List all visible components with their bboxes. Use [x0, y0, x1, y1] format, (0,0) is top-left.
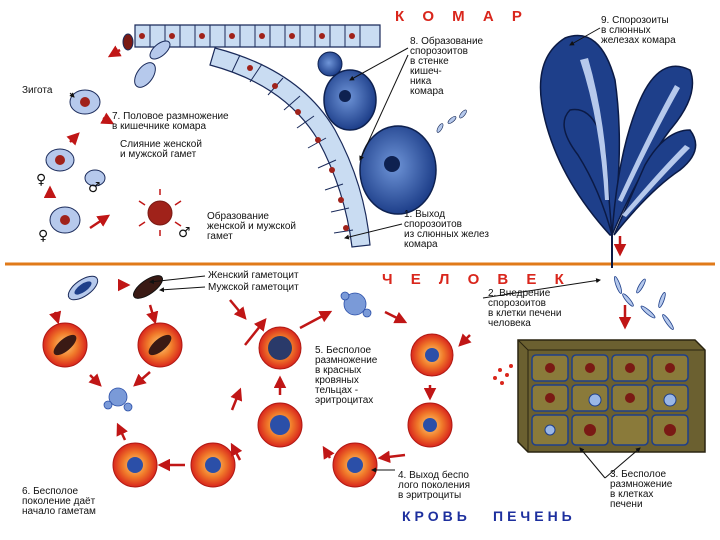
fusion-label: Слияние женской и мужской гамет	[120, 139, 202, 160]
stage4-label: 4. Выход беспо лого поколения в эритроци…	[398, 470, 471, 501]
stage3-label: 3. Бесполое размножение в клетках печени	[610, 469, 673, 510]
female-symbol-2: ♀	[38, 228, 49, 244]
stage8-label: 8. Образование спорозоитов в стенке кише…	[410, 36, 484, 97]
female-gametocyte-label: Женский гаметоцит	[208, 270, 299, 281]
male-gamete-spikes	[147, 200, 173, 226]
liver-cell-nuclei	[545, 363, 676, 436]
blood-caption: КРОВЬ	[402, 508, 471, 524]
gut-wall	[134, 24, 381, 248]
gland-duct-highlights	[580, 58, 690, 217]
male-symbol-2: ♂	[178, 225, 191, 241]
female-symbol: ♀	[36, 172, 47, 188]
stage7-label: 7. Половое размножение в кишечнике комар…	[112, 111, 229, 132]
leader-lines	[69, 27, 641, 479]
gametocyte-icon	[67, 275, 163, 301]
erythrocyte-parasites	[53, 334, 439, 473]
human-title: Ч Е Л О В Е К	[382, 271, 571, 288]
gamete-formation-label: Образование женской и мужской гамет	[207, 211, 296, 242]
stage1-label: 1. Выход спорозоитов из слюнных желез ко…	[404, 209, 489, 250]
zygote-sequence	[45, 33, 171, 234]
stage2-label: 2. Внедрение спорозоитов в клетки печени…	[488, 288, 562, 329]
zygote-label: Зигота	[22, 85, 53, 96]
merozoite-release	[493, 364, 513, 385]
arrow-icon	[43, 45, 632, 472]
gut-cell-nuclei	[139, 33, 355, 231]
mosquito-title: К О М А Р	[395, 8, 529, 25]
spike-lines	[138, 189, 182, 236]
gland-sporozoite-stream	[436, 109, 467, 133]
male-symbol: ♂	[88, 180, 101, 196]
liver-schizonts	[544, 393, 677, 436]
stage6-label: 6. Бесполое поколение даёт начало гамета…	[22, 486, 96, 517]
male-gametocyte-label: Мужской гаметоцит	[208, 282, 299, 293]
stage5-label: 5. Бесполое размножение в красных кровян…	[315, 345, 378, 406]
merozoite-cluster	[103, 291, 372, 412]
stage9-label: 9. Спорозоиты в слюнных железах комара	[601, 15, 676, 46]
sporozoite-icon	[613, 276, 674, 330]
oocyst-icon	[317, 51, 437, 215]
liver-caption: ПЕЧЕНЬ	[493, 508, 576, 524]
gut-cell-dividers	[149, 25, 361, 234]
salivary-gland-icon	[539, 34, 697, 236]
